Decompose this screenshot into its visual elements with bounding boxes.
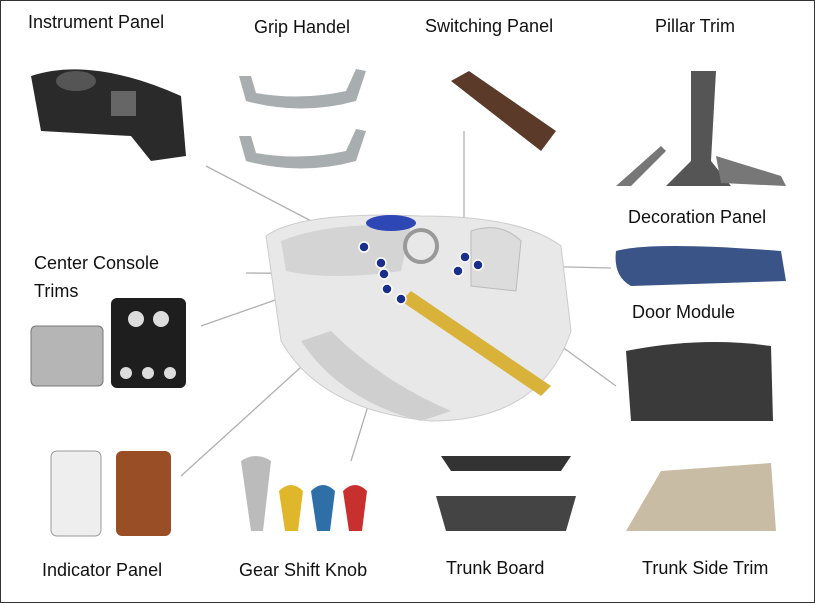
- label-decoration-panel: Decoration Panel: [628, 207, 767, 227]
- door-module-image: [626, 342, 773, 421]
- marker-gear-shift: [395, 293, 407, 305]
- marker-indicator-panel: [381, 283, 393, 295]
- decoration-panel-image: [615, 246, 786, 286]
- trunk-board-image: [436, 456, 576, 531]
- label-switching-panel: Switching Panel: [425, 16, 554, 36]
- marker-switching-panel: [459, 251, 471, 263]
- location-markers: [358, 241, 484, 305]
- label-gear-shift-knob: Gear Shift Knob: [239, 560, 368, 580]
- label-pillar-trim: Pillar Trim: [655, 16, 735, 36]
- instrument-panel-image: [31, 69, 186, 161]
- gear-shift-knob-image: [241, 456, 367, 531]
- label-instrument-panel: Instrument Panel: [28, 12, 165, 32]
- switching-panel-image: [451, 71, 556, 151]
- car-interior-image: [265, 214, 572, 422]
- label-trunk-board: Trunk Board: [446, 558, 545, 578]
- marker-center-console: [375, 257, 387, 269]
- trunk-side-trim-image: [626, 463, 776, 531]
- marker-decoration-panel: [472, 259, 484, 271]
- label-center-console-line2: Trims: [34, 281, 79, 301]
- label-door-module: Door Module: [632, 302, 736, 322]
- label-trunk-side-trim: Trunk Side Trim: [642, 558, 769, 578]
- label-grip-handel: Grip Handel: [254, 17, 351, 37]
- grip-handle-image: [239, 69, 366, 169]
- center-console-image: [30, 298, 186, 388]
- label-center-console-line1: Center Console: [34, 253, 160, 273]
- indicator-panel-image: [50, 450, 171, 537]
- marker-console-2: [378, 268, 390, 280]
- marker-door-module: [452, 265, 464, 277]
- label-indicator-panel: Indicator Panel: [42, 560, 163, 580]
- pillar-trim-image: [616, 71, 786, 186]
- marker-instrument-panel: [358, 241, 370, 253]
